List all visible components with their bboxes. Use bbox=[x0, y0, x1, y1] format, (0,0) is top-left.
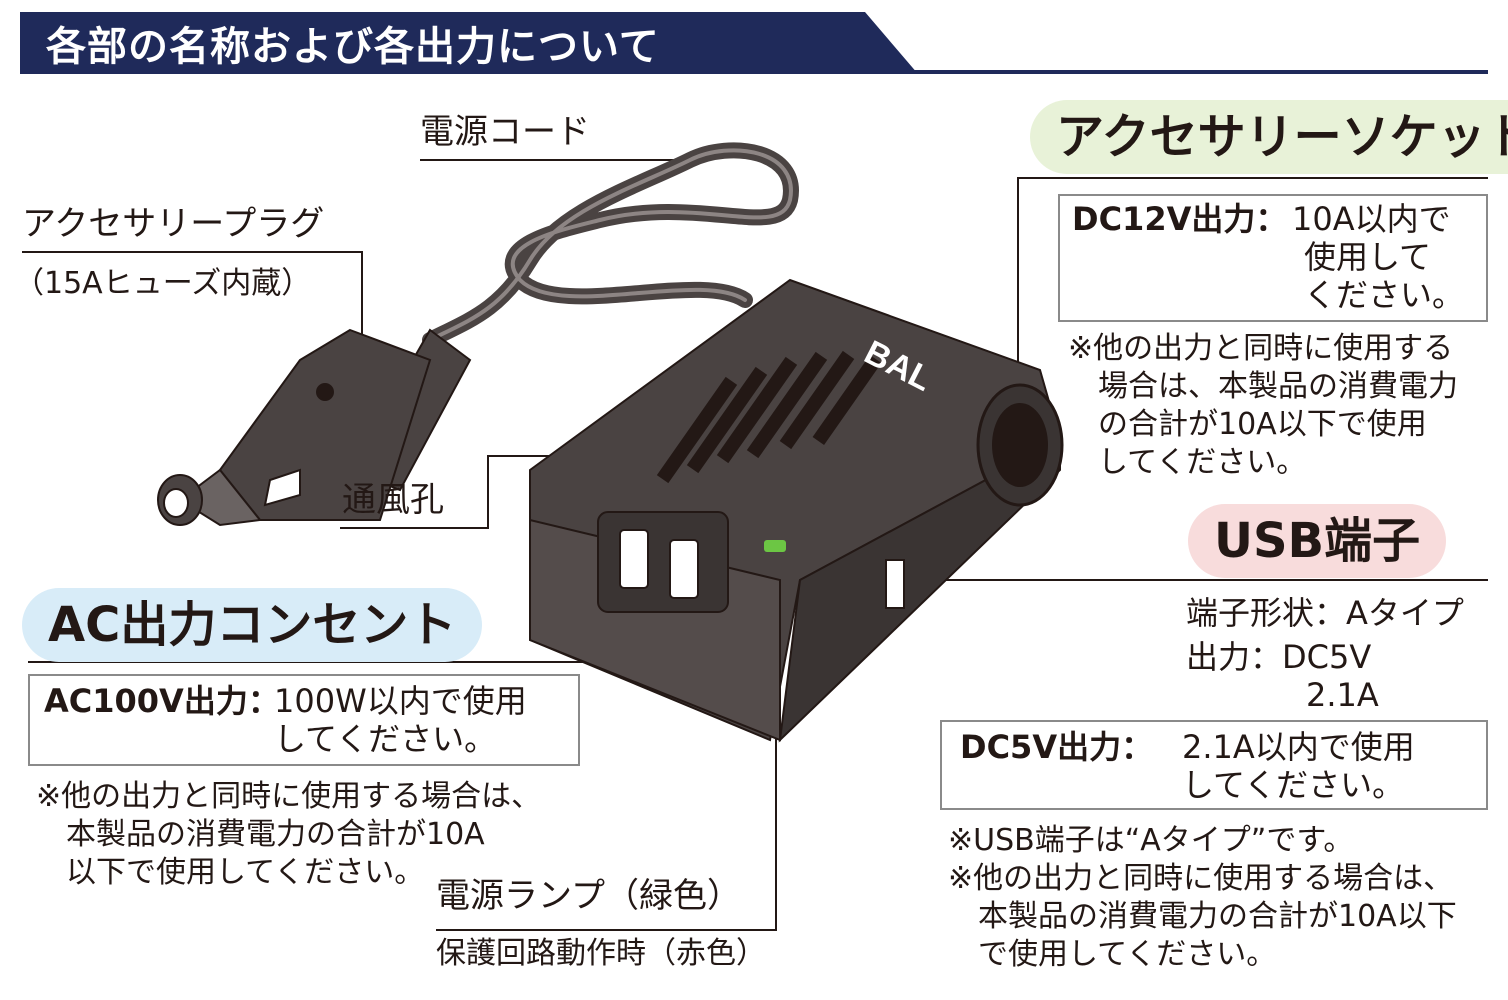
power-lamp-sublabel: 保護回路動作時（赤色） bbox=[436, 936, 766, 971]
usb-title: USB端子 bbox=[1188, 504, 1447, 578]
vent-slots bbox=[656, 350, 882, 484]
usb-spec-key: DC5V出力： bbox=[960, 728, 1154, 766]
usb-spec-box: DC5V出力： 2.1A以内で使用 してください。 bbox=[940, 720, 1488, 810]
usb-note-line-3: 本製品の消費電力の合計が10A以下 bbox=[978, 899, 1457, 934]
ac-spec-key: AC100V出力： bbox=[44, 682, 280, 720]
accessory-plug bbox=[157, 328, 472, 527]
accessory-socket-title: アクセサリーソケット bbox=[1030, 100, 1508, 174]
power-lamp bbox=[764, 540, 786, 552]
ac-note-line-3: 以下で使用してください。 bbox=[66, 855, 425, 890]
ac-outlet-face bbox=[597, 511, 729, 613]
usb-note-line-4: で使用してください。 bbox=[978, 937, 1277, 972]
page-title: 各部の名称および各出力について bbox=[46, 24, 660, 70]
socket-spec-line-1: 10A以内で bbox=[1292, 200, 1451, 238]
usb-note-line-1: ※USB端子は“Aタイプ”です。 bbox=[948, 823, 1354, 858]
accessory-plug-label: アクセサリープラグ bbox=[22, 204, 325, 244]
socket-note-line-2: 場合は、本製品の消費電力 bbox=[1098, 369, 1458, 404]
socket-note-line-1: ※他の出力と同時に使用する bbox=[1068, 331, 1454, 366]
ac-spec-box: AC100V出力： 100W以内で使用 してください。 bbox=[28, 674, 580, 766]
ac-outlet-title: AC出力コンセント bbox=[22, 588, 483, 662]
inverter-body bbox=[529, 278, 1062, 743]
usb-output-line-1: 出力：DC5V bbox=[1186, 638, 1372, 676]
usb-note-line-2: ※他の出力と同時に使用する場合は、 bbox=[948, 861, 1454, 896]
ac-spec-line-2: してください。 bbox=[274, 720, 497, 758]
socket-spec-line-3: ください。 bbox=[1304, 276, 1465, 314]
leader-accessory-plug bbox=[22, 251, 363, 360]
socket-spec-key: DC12V出力： bbox=[1072, 200, 1288, 238]
socket-spec-box: DC12V出力： 10A以内で 使用して ください。 bbox=[1058, 194, 1488, 322]
leader-socket bbox=[1017, 177, 1488, 430]
header-underline bbox=[20, 70, 1488, 74]
socket-note-line-3: の合計が10A以下で使用 bbox=[1098, 407, 1427, 442]
power-cord-label: 電源コード bbox=[420, 112, 590, 152]
ac-note-line-2: 本製品の消費電力の合計が10A bbox=[66, 817, 485, 852]
usb-port bbox=[885, 559, 905, 609]
ac-note-line-1: ※他の出力と同時に使用する場合は、 bbox=[36, 779, 542, 814]
usb-spec-line-2: してください。 bbox=[1182, 766, 1405, 804]
usb-output-line-2: 2.1A bbox=[1306, 676, 1379, 714]
power-lamp-label: 電源ランプ（緑色） bbox=[436, 876, 741, 916]
usb-shape-line: 端子形状：Aタイプ bbox=[1186, 594, 1464, 632]
socket-spec-line-2: 使用して bbox=[1304, 238, 1432, 276]
accessory-plug-sublabel: （15Aヒューズ内蔵） bbox=[14, 266, 312, 301]
header-banner bbox=[20, 12, 918, 74]
socket-note-line-4: してください。 bbox=[1098, 445, 1307, 480]
ac-spec-line-1: 100W以内で使用 bbox=[274, 682, 527, 720]
vent-label: 通風孔 bbox=[342, 480, 444, 520]
usb-spec-line-1: 2.1A以内で使用 bbox=[1182, 728, 1415, 766]
